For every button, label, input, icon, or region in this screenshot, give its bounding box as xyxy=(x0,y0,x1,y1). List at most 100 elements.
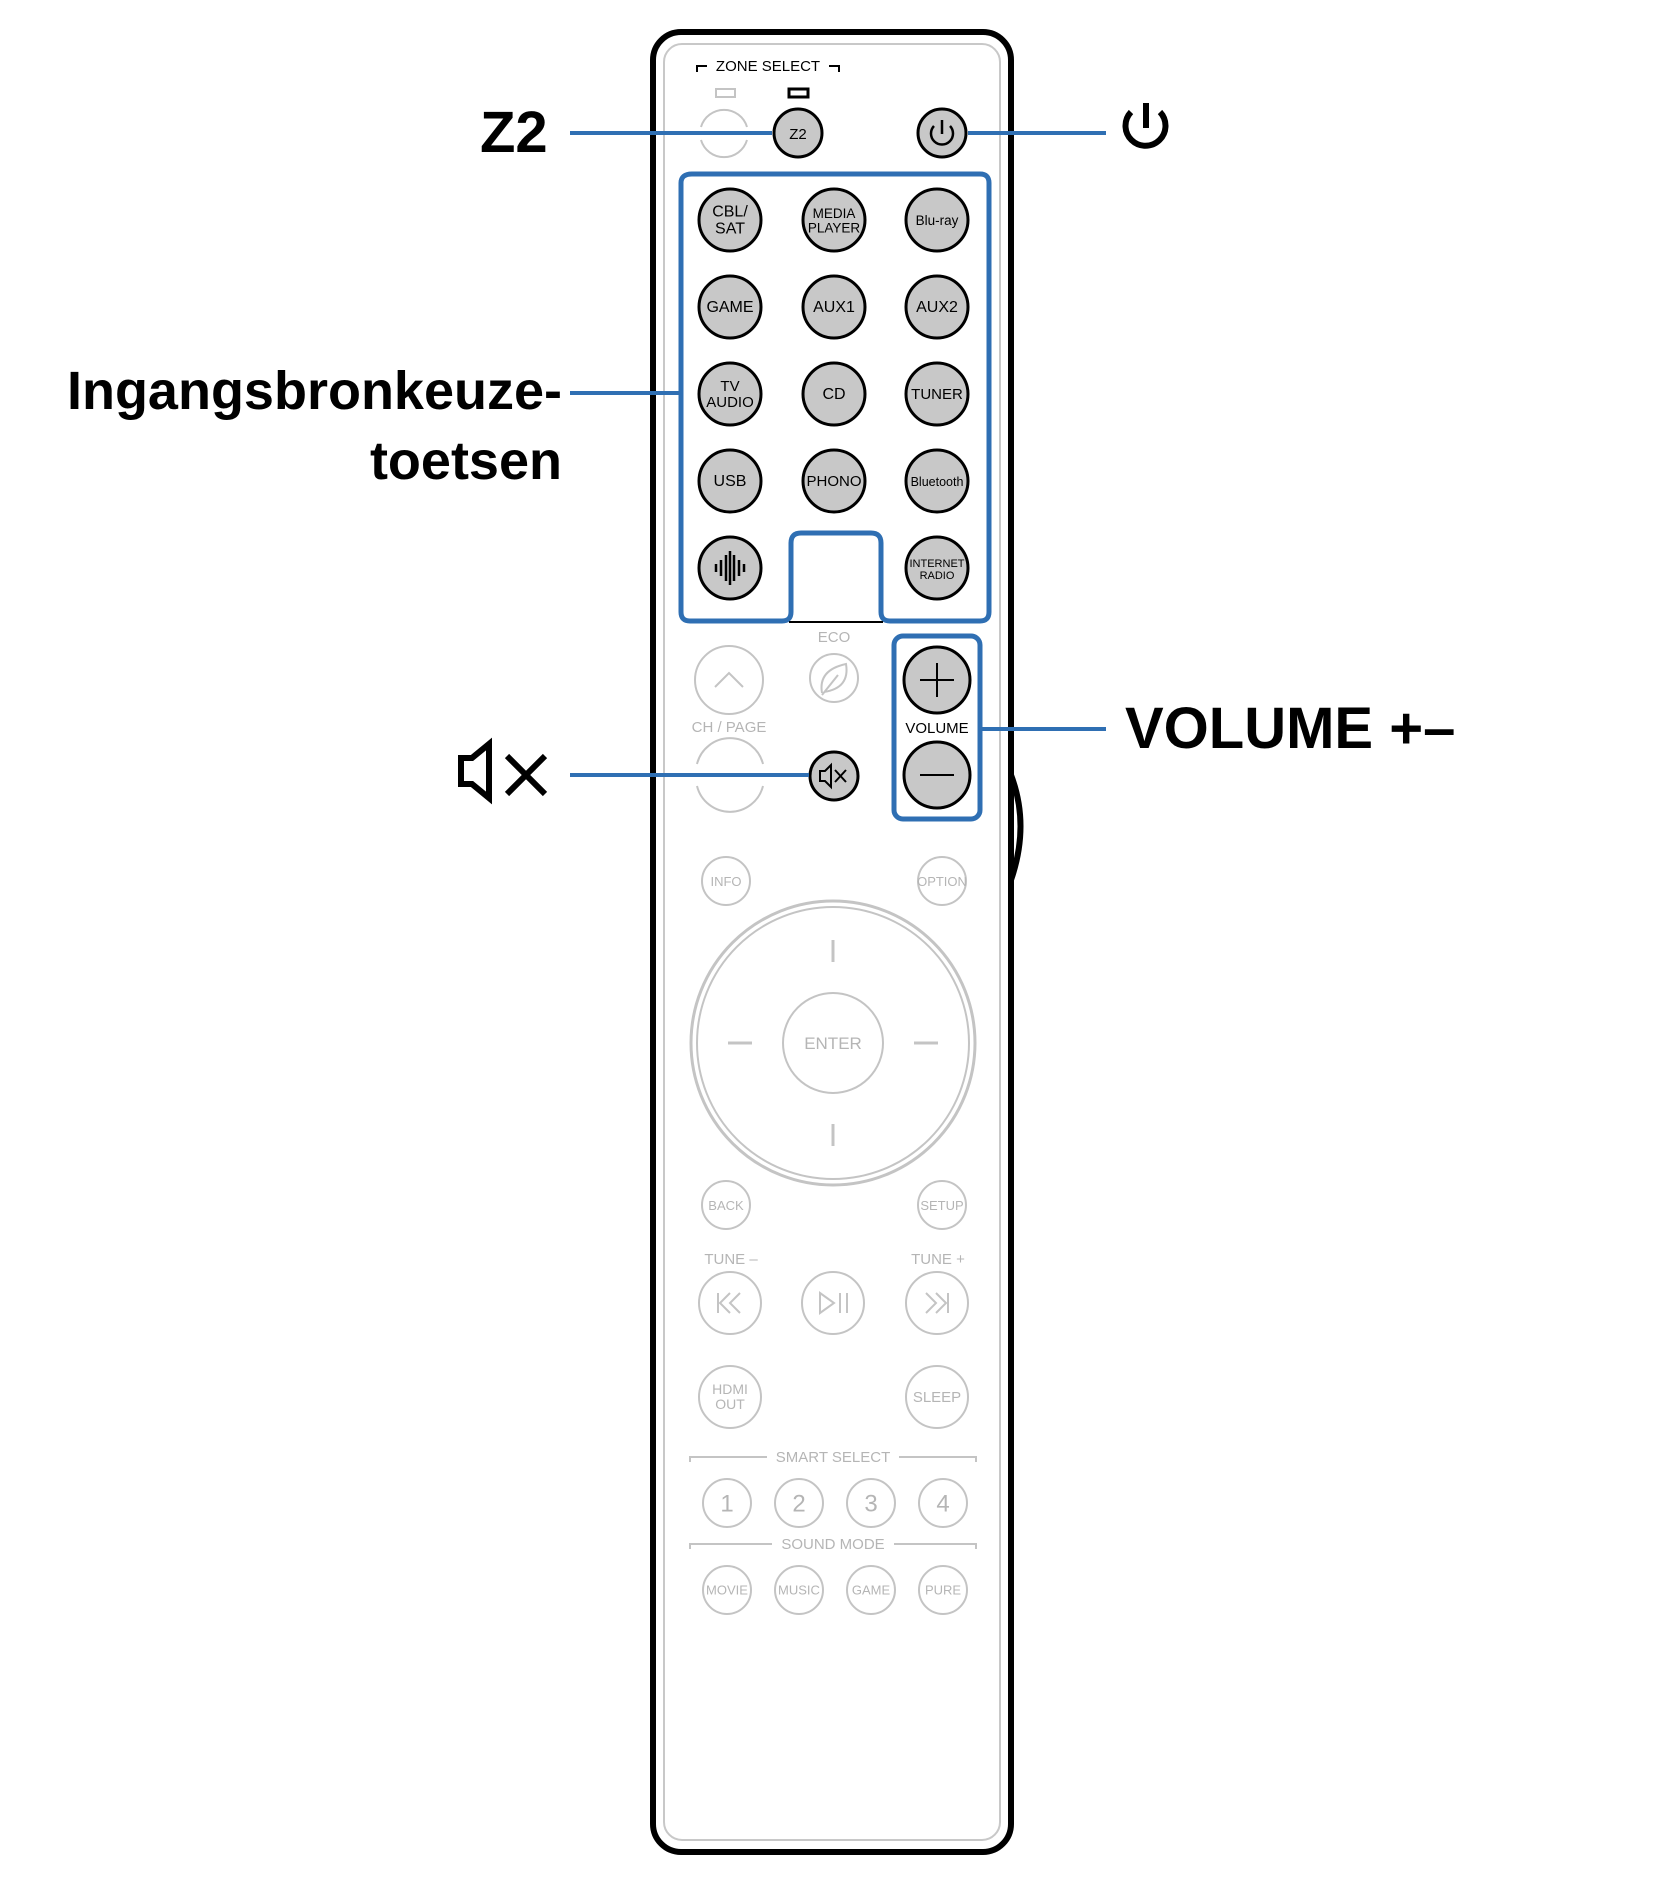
mute-button-speaker-icon xyxy=(819,762,832,790)
mute-speaker-icon xyxy=(458,737,492,805)
input-button-label: Bluetooth xyxy=(911,475,964,489)
zone-select-label: ZONE SELECT xyxy=(716,58,820,75)
ch-page-down-button[interactable] xyxy=(696,737,764,765)
input-button-label: MEDIA xyxy=(813,206,856,221)
zone-main-led xyxy=(715,88,736,98)
tune-plus-label: TUNE + xyxy=(911,1251,965,1268)
input-button[interactable] xyxy=(801,274,867,340)
z2-button[interactable] xyxy=(772,107,824,159)
input-button[interactable] xyxy=(904,448,970,514)
previous-icon xyxy=(717,1292,741,1314)
sound-mode-label: SOUND MODE xyxy=(781,1536,884,1553)
hdmi-out-label-line1: HDMI xyxy=(712,1381,748,1397)
zone-select-bracket-left xyxy=(696,65,707,72)
input-button-label: PHONO xyxy=(806,473,861,490)
smart-select-button[interactable] xyxy=(846,1478,896,1528)
tune-minus-label: TUNE – xyxy=(704,1251,758,1268)
input-button[interactable] xyxy=(801,361,867,427)
input-button[interactable] xyxy=(904,361,970,427)
input-button-label: AUX1 xyxy=(813,299,855,316)
dpad-ring-inner xyxy=(696,906,970,1180)
enter-button[interactable] xyxy=(782,992,884,1094)
input-button[interactable] xyxy=(801,448,867,514)
input-button-label: Blu-ray xyxy=(916,213,959,228)
zone-z2-led xyxy=(787,87,810,99)
sound-mode-button-label: PURE xyxy=(925,1583,961,1598)
chevron-up-icon xyxy=(714,671,744,688)
smart-select-button[interactable] xyxy=(918,1478,968,1528)
sound-mode-button-label: MOVIE xyxy=(706,1583,748,1598)
sound-mode-button[interactable] xyxy=(918,1565,968,1615)
back-button-label: BACK xyxy=(708,1198,744,1213)
info-button-label: INFO xyxy=(710,874,741,889)
volume-callout-label: VOLUME +– xyxy=(1125,696,1456,761)
sound-mode-button[interactable] xyxy=(774,1565,824,1615)
next-icon xyxy=(925,1292,949,1314)
sound-mode-button[interactable] xyxy=(702,1565,752,1615)
smart-select-button-label: 2 xyxy=(792,1491,805,1518)
sound-mode-rule xyxy=(689,1543,977,1549)
input-button[interactable] xyxy=(697,274,763,340)
input-callout-label-line2: toetsen xyxy=(369,431,562,491)
play-pause-icon xyxy=(819,1291,848,1315)
setup-button[interactable] xyxy=(917,1180,967,1230)
z2-callout-label: Z2 xyxy=(480,100,548,165)
option-button[interactable] xyxy=(917,856,967,906)
input-button-label: AUDIO xyxy=(706,394,754,411)
hdmi-out-label-line2: OUT xyxy=(715,1396,745,1412)
auro-3d-icon xyxy=(714,551,746,585)
smart-select-rule xyxy=(689,1456,977,1462)
info-button[interactable] xyxy=(701,856,751,906)
sound-mode-button[interactable] xyxy=(846,1565,896,1615)
power-icon xyxy=(1122,109,1169,149)
ch-page-up-button[interactable] xyxy=(694,645,764,715)
eco-button[interactable] xyxy=(809,653,859,703)
plus-icon xyxy=(920,663,954,697)
z2-button-label: Z2 xyxy=(789,126,807,143)
zone-select-bracket-right xyxy=(829,65,840,72)
volume-button-label: VOLUME xyxy=(905,720,968,737)
input-button-label: PLAYER xyxy=(808,220,861,235)
input-button-label: GAME xyxy=(706,299,753,316)
hdmi-out-button[interactable] xyxy=(698,1365,762,1429)
smart-select-button[interactable] xyxy=(702,1478,752,1528)
enter-button-label: ENTER xyxy=(804,1034,862,1053)
mute-button[interactable] xyxy=(808,750,860,802)
mute-button-x-icon xyxy=(834,769,847,783)
sound-mode-button-label: MUSIC xyxy=(778,1583,820,1598)
input-button-label: TUNER xyxy=(911,386,963,403)
input-button[interactable] xyxy=(904,187,970,253)
input-button-label: CD xyxy=(822,386,845,403)
input-select-highlight xyxy=(678,171,992,624)
input-button[interactable] xyxy=(697,187,763,253)
smart-select-label: SMART SELECT xyxy=(776,1449,890,1466)
input-button[interactable] xyxy=(697,361,763,427)
smart-select-button-label: 1 xyxy=(720,1491,733,1518)
smart-select-button-label: 4 xyxy=(936,1491,949,1518)
sleep-button[interactable] xyxy=(905,1365,969,1429)
power-button-icon xyxy=(929,125,955,146)
input-button[interactable] xyxy=(904,274,970,340)
zone-main-button-lower xyxy=(700,139,748,159)
back-button[interactable] xyxy=(701,1180,751,1230)
input-button-label: USB xyxy=(714,473,747,490)
mute-x-icon xyxy=(504,753,548,797)
leaf-icon xyxy=(820,662,848,696)
sound-mode-button-label: GAME xyxy=(852,1583,891,1598)
input-button[interactable] xyxy=(697,448,763,514)
ch-page-label: CH / PAGE xyxy=(692,719,767,736)
eco-label: ECO xyxy=(818,629,851,646)
input-button-label: CBL/ xyxy=(712,204,748,221)
smart-select-button-label: 3 xyxy=(864,1491,877,1518)
input-button-label: AUX2 xyxy=(916,299,958,316)
smart-select-button[interactable] xyxy=(774,1478,824,1528)
zone-main-button[interactable] xyxy=(700,108,748,128)
input-button-label: TV xyxy=(720,378,739,395)
input-button[interactable] xyxy=(801,187,867,253)
ch-page-down-button-lower xyxy=(696,785,764,813)
setup-button-label: SETUP xyxy=(920,1198,963,1213)
input-button[interactable] xyxy=(904,535,970,601)
input-button-label: RADIO xyxy=(920,570,955,582)
